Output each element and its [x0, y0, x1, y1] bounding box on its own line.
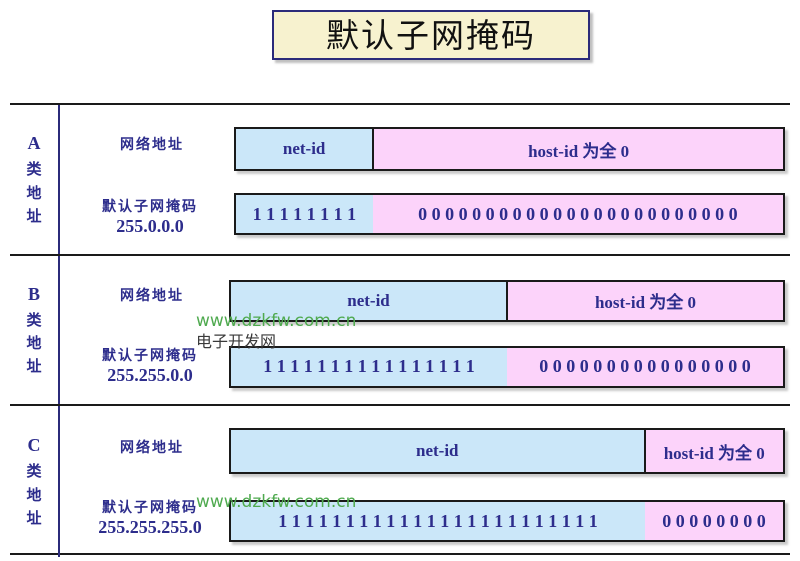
class-label-char-3: 址	[26, 206, 42, 225]
address-bar-b: net-id host-id 为全 0	[229, 279, 785, 322]
table-row-class-c: C 类 地 址 网络地址 默认子网掩码 255.255.255.0 net-id…	[10, 406, 790, 557]
class-label-char-1: 类	[26, 462, 42, 481]
class-label-c: C 类 地 址	[10, 406, 58, 557]
class-label-char-2: 地	[26, 485, 42, 504]
row-divider	[58, 406, 60, 557]
host-id-segment-b: host-id 为全 0	[506, 281, 783, 320]
mask-ones-a: 1 1 1 1 1 1 1 1	[236, 195, 373, 233]
class-label-a: A 类 地 址	[10, 105, 58, 254]
class-label-b: B 类 地 址	[10, 256, 58, 405]
mask-value-a: 255.0.0.0	[116, 216, 184, 237]
mask-bar-b: 1 1 1 1 1 1 1 1 1 1 1 1 1 1 1 1 0 0 0 0 …	[229, 345, 785, 388]
class-letter: C	[27, 435, 41, 456]
class-label-char-2: 地	[26, 183, 42, 202]
class-label-char-3: 址	[26, 357, 42, 376]
caption-default-mask-b: 默认子网掩码 255.255.0.0	[65, 348, 235, 387]
mask-zeros-a: 0 0 0 0 0 0 0 0 0 0 0 0 0 0 0 0 0 0 0 0 …	[372, 195, 783, 233]
class-letter: A	[27, 133, 41, 154]
caption-network-address-b: 网络地址	[120, 287, 184, 304]
mask-value-c: 255.255.255.0	[98, 517, 202, 538]
class-label-char-3: 址	[26, 508, 42, 527]
class-letter: B	[27, 283, 40, 304]
class-label-char-1: 类	[26, 310, 42, 329]
caption-network-address-a: 网络地址	[120, 137, 184, 153]
mask-value-b: 255.255.0.0	[107, 364, 193, 385]
page-title-box: 默认子网掩码	[272, 10, 590, 60]
row-divider	[58, 255, 60, 404]
page-title: 默认子网掩码	[326, 15, 536, 55]
net-id-segment-c: net-id	[231, 430, 644, 472]
caption-default-mask-c: 默认子网掩码 255.255.255.0	[60, 500, 240, 539]
class-label-char-2: 地	[26, 334, 42, 353]
mask-ones-c: 1 1 1 1 1 1 1 1 1 1 1 1 1 1 1 1 1 1 1 1 …	[231, 502, 645, 540]
host-id-segment-a: host-id 为全 0	[372, 129, 783, 169]
row-divider	[58, 105, 60, 254]
table-row-class-a: A 类 地 址 网络地址 默认子网掩码 255.0.0.0 net-id hos…	[10, 105, 790, 256]
mask-ones-b: 1 1 1 1 1 1 1 1 1 1 1 1 1 1 1 1	[231, 347, 507, 386]
mask-zeros-c: 0 0 0 0 0 0 0 0	[645, 502, 783, 540]
address-bar-c: net-id host-id 为全 0	[229, 428, 785, 474]
mask-bar-c: 1 1 1 1 1 1 1 1 1 1 1 1 1 1 1 1 1 1 1 1 …	[229, 500, 785, 542]
mask-bar-a: 1 1 1 1 1 1 1 1 0 0 0 0 0 0 0 0 0 0 0 0 …	[234, 193, 785, 235]
address-bar-a: net-id host-id 为全 0	[234, 127, 785, 171]
net-id-segment-a: net-id	[236, 129, 373, 169]
caption-network-address-c: 网络地址	[120, 440, 184, 456]
host-id-segment-c: host-id 为全 0	[643, 430, 783, 472]
class-label-char-1: 类	[26, 160, 42, 179]
subnet-mask-diagram: A 类 地 址 网络地址 默认子网掩码 255.0.0.0 net-id hos…	[10, 103, 790, 557]
table-row-class-b: B 类 地 址 网络地址 默认子网掩码 255.255.0.0 net-id h…	[10, 255, 790, 406]
caption-default-mask-a: 默认子网掩码 255.0.0.0	[65, 199, 235, 238]
mask-zeros-b: 0 0 0 0 0 0 0 0 0 0 0 0 0 0 0 0	[507, 347, 783, 386]
net-id-segment-b: net-id	[231, 281, 506, 320]
